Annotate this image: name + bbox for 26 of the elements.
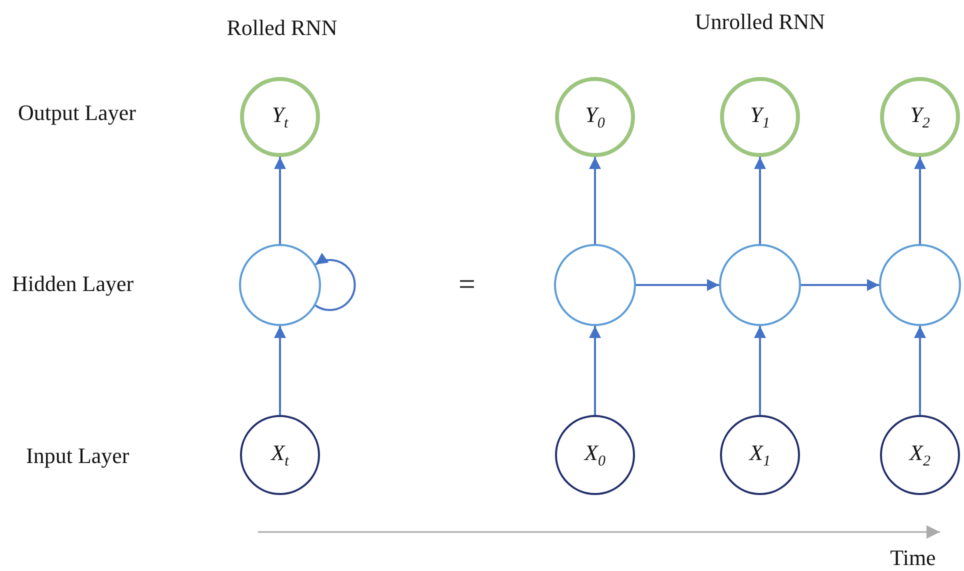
- node-symbol: X$_{2}$: [910, 440, 930, 470]
- arrow: [754, 326, 766, 415]
- arrow: [801, 279, 879, 291]
- node-symbol: Y$_{1}$: [750, 102, 770, 132]
- arrow: [914, 326, 926, 415]
- arrow: [754, 157, 766, 244]
- node-symbol: Y$_{0}$: [585, 102, 605, 132]
- node-symbol: X$_{t}$: [271, 440, 289, 470]
- arrow: [636, 279, 719, 291]
- node-symbol: X$_{0}$: [584, 440, 606, 470]
- row-label: Output Layer: [18, 100, 136, 126]
- row-label: Input Layer: [26, 443, 130, 469]
- page-title: Rolled RNN: [226, 15, 338, 41]
- axis-label: Time: [890, 545, 936, 571]
- page-title: Unrolled RNN: [694, 9, 826, 35]
- arrow: [274, 326, 286, 415]
- arrow: [589, 326, 601, 415]
- row-label: Hidden Layer: [12, 271, 134, 297]
- arrow: [274, 157, 286, 244]
- equals-sign: =: [458, 268, 476, 302]
- arrow: [589, 157, 601, 244]
- node-symbol: Y$_{2}$: [910, 102, 930, 132]
- node-symbol: Y$_{t}$: [272, 102, 288, 132]
- arrow: [914, 157, 926, 244]
- node-symbol: X$_{1}$: [750, 440, 770, 470]
- arrow: [314, 253, 356, 311]
